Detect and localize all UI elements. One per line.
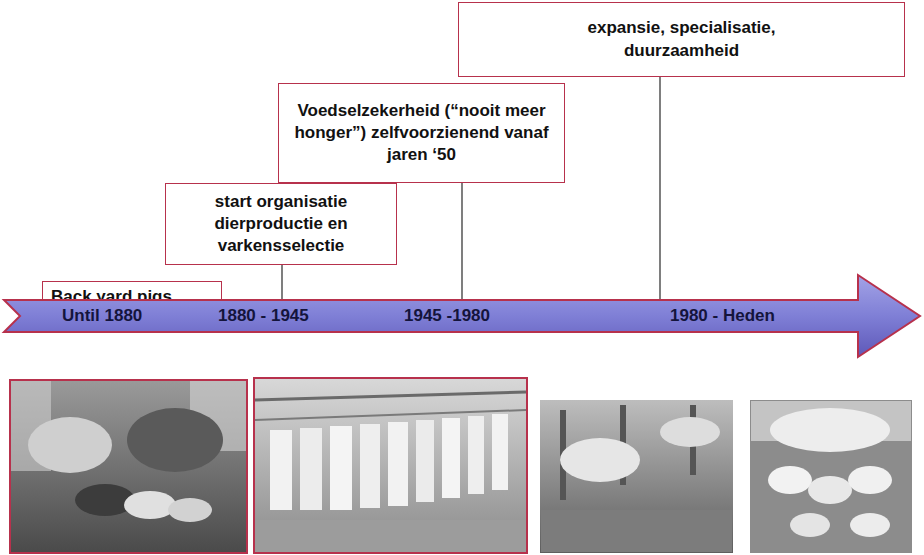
timeline-box: start organisatie dierproductie en varke… (165, 183, 397, 265)
period-label: Until 1880 (62, 306, 142, 326)
period-label: 1880 - 1945 (218, 306, 309, 326)
timeline-box: expansie, specialisatie, duurzaamheid (458, 2, 905, 77)
piglets-photo (750, 400, 912, 553)
timeline-box: Voedselzekerheid (“nooit meer honger”) z… (278, 83, 565, 183)
box-text: start organisatie dierproductie en varke… (184, 191, 379, 257)
period-label: 1945 -1980 (404, 306, 490, 326)
timeline-arrow: Until 1880 1880 - 1945 1945 -1980 1980 - He… (0, 272, 924, 360)
slaughterhouse-photo (254, 378, 527, 553)
box-text: expansie, specialisatie, duurzaamheid (557, 17, 807, 61)
leader-line (461, 183, 462, 300)
leader-line (659, 77, 660, 300)
period-label: 1980 - Heden (670, 306, 775, 326)
backyard-photo (10, 380, 247, 553)
leader-line (281, 265, 282, 300)
sow-pen-photo (540, 400, 733, 553)
box-text: Voedselzekerheid (“nooit meer honger”) z… (287, 100, 556, 166)
